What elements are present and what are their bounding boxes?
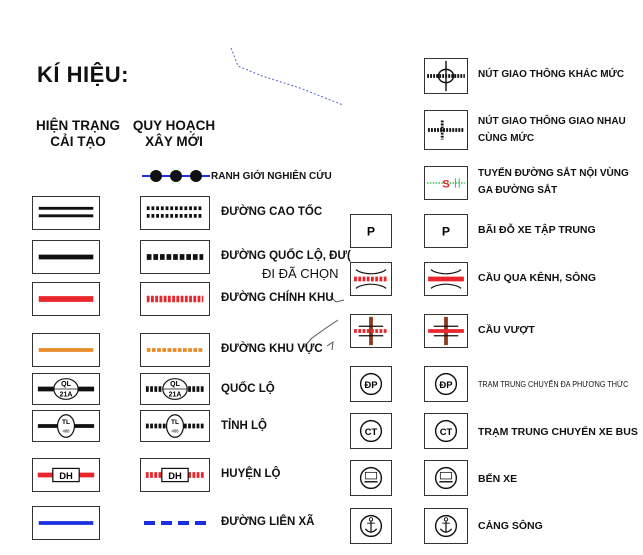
- overpass-planned-symbol: [350, 314, 392, 348]
- label-national-highway: QUỐC LỘ: [221, 383, 275, 395]
- ql-bottom-text: 21A: [60, 392, 73, 399]
- label-river-port: CẢNG SÔNG: [478, 520, 543, 532]
- label-canal-bridge: CẦU QUA KÊNH, SÔNG: [478, 272, 597, 284]
- label-commune-road: ĐƯỜNG LIÊN XÃ: [221, 516, 315, 528]
- label-at-grade: NÚT GIAO THÔNG GIAO NHAU CÙNG MỨC: [478, 113, 626, 147]
- national-road-planned-symbol: [140, 240, 210, 274]
- commune-road-current-symbol: [32, 506, 100, 540]
- provincial-road-current-symbol: TL 488: [32, 410, 100, 442]
- header-current: HIỆN TRẠNG CẢI TẠO: [28, 118, 128, 150]
- tl-top-text-planned: TL: [171, 419, 179, 426]
- overpass-symbol: [424, 314, 468, 348]
- expressway-current-symbol: [32, 196, 100, 230]
- label-district-road: HUYỆN LỘ: [221, 468, 281, 480]
- tl-bottom-text: 488: [62, 429, 70, 434]
- header-current-line2: CẢI TẠO: [50, 134, 106, 149]
- railway-symbol: S: [424, 166, 468, 200]
- area-road-planned-symbol: [140, 333, 210, 367]
- district-road-current-symbol: DH: [32, 458, 100, 492]
- multimodal-planned-symbol: ĐP: [350, 366, 392, 402]
- multimodal-symbol: ĐP: [424, 366, 468, 402]
- label-expressway: ĐƯỜNG CAO TỐC: [221, 206, 323, 218]
- label-at-grade-line1: NÚT GIAO THÔNG GIAO NHAU: [478, 116, 626, 127]
- national-highway-planned-symbol: QL 21A: [140, 373, 210, 405]
- at-grade-junction-symbol: [424, 110, 468, 150]
- commune-road-planned-symbol: [140, 506, 210, 540]
- provincial-road-planned-symbol: TL 488: [140, 410, 210, 442]
- label-railway-line1: TUYẾN ĐƯỜNG SẮT NỘI VÙNG: [478, 168, 629, 179]
- parking-symbol: P: [424, 214, 468, 248]
- ql-bottom-text-planned: 21A: [169, 392, 182, 399]
- header-planned: QUY HOẠCH XÂY MỚI: [128, 118, 220, 150]
- label-parking: BÃI ĐỖ XE TẬP TRUNG: [478, 224, 596, 236]
- label-railway: TUYẾN ĐƯỜNG SẮT NỘI VÙNG GA ĐƯỜNG SẮT: [478, 165, 629, 199]
- ql-top-text-planned: QL: [170, 381, 180, 388]
- label-boundary: RANH GIỚI NGHIÊN CỨU: [211, 171, 332, 182]
- area-road-current-symbol: [32, 333, 100, 367]
- interchange-symbol: [424, 58, 468, 94]
- boundary-symbol: [142, 167, 210, 185]
- parking-planned-symbol: P: [350, 214, 392, 248]
- river-port-symbol: [424, 508, 468, 544]
- bus-transfer-planned-symbol: CT: [350, 413, 392, 449]
- label-bus-transfer: TRẠM TRUNG CHUYỂN XE BUS: [478, 426, 638, 438]
- bus-text-right: CT: [440, 427, 453, 438]
- label-interchange: NÚT GIAO THÔNG KHÁC MỨC: [478, 69, 625, 80]
- tl-top-text: TL: [62, 419, 70, 426]
- header-current-line1: HIỆN TRẠNG: [36, 118, 120, 133]
- district-road-planned-symbol: DH: [140, 458, 210, 492]
- expressway-planned-symbol: [140, 196, 210, 230]
- legend-title: KÍ HIỆU:: [37, 62, 129, 87]
- label-bus-station: BẾN XE: [478, 473, 518, 485]
- national-highway-current-symbol: QL 21A: [32, 373, 100, 405]
- label-railway-line2: GA ĐƯỜNG SẮT: [478, 185, 558, 196]
- main-road-planned-symbol: [140, 282, 210, 316]
- multimodal-text: ĐP: [364, 380, 377, 391]
- parking-p-text-right: P: [442, 225, 450, 239]
- canal-bridge-symbol: [424, 262, 468, 296]
- dh-text: DH: [59, 470, 73, 481]
- bus-transfer-symbol: CT: [424, 413, 468, 449]
- parking-p-text: P: [367, 225, 375, 239]
- label-at-grade-line2: CÙNG MỨC: [478, 133, 535, 144]
- river-port-planned-symbol: [350, 508, 392, 544]
- multimodal-text-right: ĐP: [439, 380, 452, 391]
- dh-text-planned: DH: [168, 470, 182, 481]
- bus-text: CT: [365, 427, 378, 438]
- bus-station-symbol: [424, 460, 468, 496]
- bus-station-planned-symbol: [350, 460, 392, 496]
- label-provincial-road: TỈNH LỘ: [221, 420, 267, 432]
- ql-top-text: QL: [61, 381, 71, 388]
- national-road-current-symbol: [32, 240, 100, 274]
- label-overpass: CẦU VƯỢT: [478, 324, 535, 336]
- railway-station-text: S: [442, 179, 450, 191]
- tl-bottom-text-planned: 488: [171, 429, 179, 434]
- label-main-road: ĐƯỜNG CHÍNH KHU: [221, 292, 334, 304]
- overlay-note: ĐI ĐÃ CHỌN: [262, 266, 339, 281]
- canal-bridge-planned-symbol: [350, 262, 392, 296]
- main-road-current-symbol: [32, 282, 100, 316]
- header-planned-line1: QUY HOẠCH: [132, 118, 216, 133]
- label-area-road: ĐƯỜNG KHU VỰC: [221, 343, 323, 355]
- label-multimodal: TRẠM TRUNG CHUYỂN ĐA PHƯƠNG THỨC: [478, 379, 629, 389]
- label-national-road: ĐƯỜNG QUỐC LỘ, ĐƯ(: [221, 250, 351, 262]
- header-planned-line2: XÂY MỚI: [145, 134, 203, 149]
